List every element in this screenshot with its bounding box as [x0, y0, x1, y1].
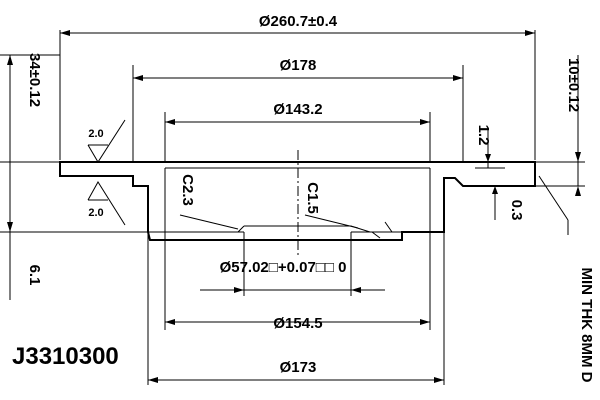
part-number: J3310300	[12, 343, 119, 370]
roughness-symbols	[87, 119, 126, 226]
bottom-offset-label: 6.1	[26, 265, 43, 286]
outer-diameter-label: Ø260.7±0.4	[259, 13, 338, 30]
diameter-143-label: Ø143.2	[273, 101, 322, 118]
step-12-label: 1.2	[475, 125, 492, 146]
roughness-top-label: 2.0	[88, 128, 103, 140]
chamfer-c15-label: C1.5	[304, 182, 321, 214]
diameter-154-label: Ø154.5	[273, 315, 322, 332]
chamfer-leaders	[179, 214, 359, 230]
extension-lines	[0, 30, 585, 385]
step-03-label: 0.3	[508, 200, 525, 221]
height-total-label: 34±0.12	[26, 53, 43, 107]
roughness-bottom-label: 2.0	[88, 207, 103, 219]
thickness-label: 10±0.12	[565, 58, 582, 112]
diameter-178-label: Ø178	[280, 57, 317, 74]
min-thickness-label: MIN THK 8MM D	[578, 268, 595, 383]
chamfer-c23-label: C2.3	[179, 174, 196, 206]
dimension-lines	[7, 30, 581, 383]
bore-diameter-label: Ø57.02□+0.07□□ 0	[220, 259, 347, 276]
diameter-173-label: Ø173	[280, 359, 317, 376]
disc-section	[59, 150, 536, 255]
